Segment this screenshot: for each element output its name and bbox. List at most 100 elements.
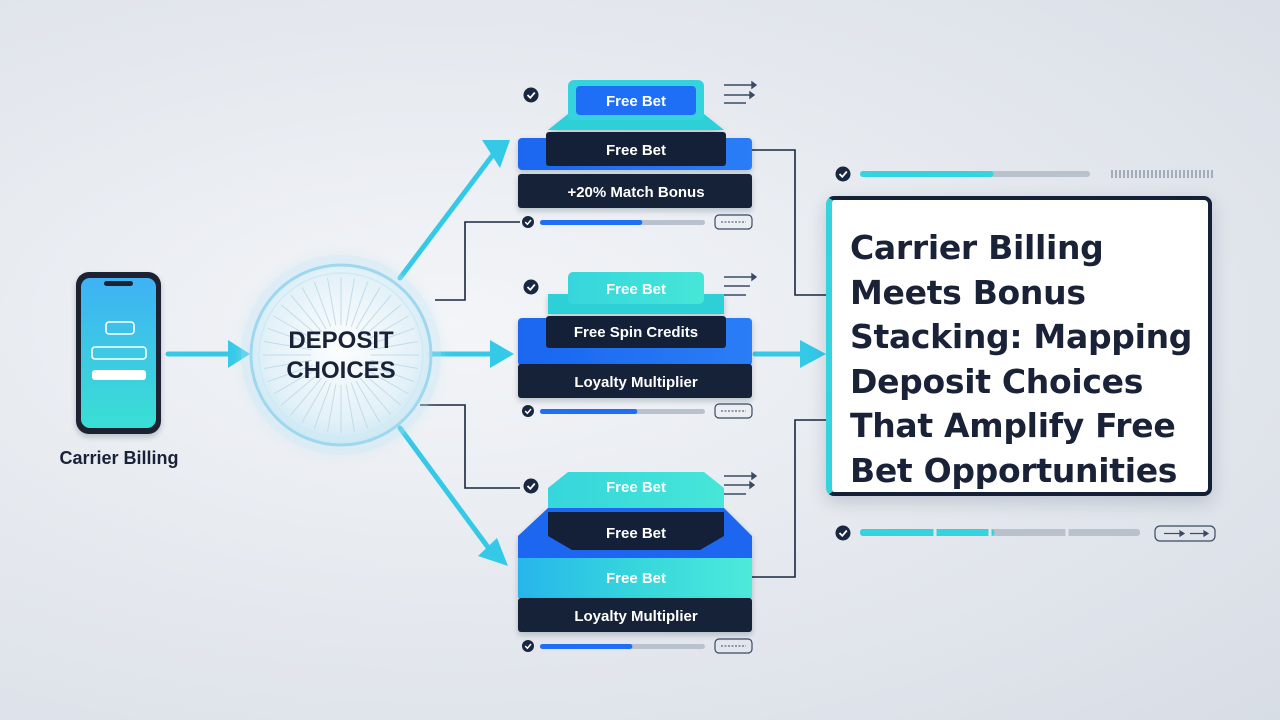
deposit-choices-hub: DEPOSIT CHOICES [241, 255, 441, 455]
hub-tick [301, 380, 327, 423]
lines-arrow-icon [724, 80, 758, 104]
hub-tick [363, 304, 402, 337]
connector-lines [420, 149, 826, 578]
hub-tick [327, 384, 337, 432]
stack3-middle-label: Free Bet [606, 525, 666, 542]
hub-tick [273, 369, 316, 395]
bonus-stack-1: Free Bet Free Bet +20% Match Bonus [518, 80, 758, 230]
connector-hub-to-stack3-bar [420, 404, 520, 489]
arrow-right-icon [482, 140, 510, 168]
stack1-middle-block [546, 132, 726, 166]
bonus-stack-2: Free Bet Free Spin Credits Loyalty Multi… [518, 272, 758, 419]
hub-title-line1: DEPOSIT [288, 327, 394, 354]
hub-tick [313, 281, 332, 327]
hub-tick [264, 359, 312, 369]
stack3-tag [714, 638, 753, 654]
stack1-top-label: Free Bet [606, 93, 666, 110]
hub-tick [267, 327, 313, 346]
arrow-heads [228, 140, 826, 566]
card-bottom-progress-fill [860, 529, 995, 536]
lines-arrow-icon [724, 471, 758, 495]
stack2-top-label: Free Bet [606, 281, 666, 298]
hub-tick [264, 341, 312, 351]
stack1-bottom-label: +20% Match Bonus [567, 184, 704, 201]
stack2-progress-fill [540, 409, 638, 414]
connector-hub-to-stack1-bar [435, 221, 520, 301]
check-circle-icon [523, 478, 539, 494]
check-circle-icon [522, 216, 534, 228]
stack3-band-label: Free Bet [606, 570, 666, 587]
stack1-bottom-block [518, 174, 752, 208]
stack3-progress [522, 638, 753, 654]
card-hatch-marks [1111, 170, 1213, 178]
stack3-band [518, 558, 752, 598]
hub-tick [366, 315, 409, 341]
hub-tick [359, 294, 392, 333]
connector-stack1-to-card [752, 149, 826, 296]
stack3-progress-fill [540, 644, 633, 649]
hub-tick [301, 287, 327, 330]
arrow-hub-to-stack3 [397, 425, 493, 553]
hub-tick [345, 384, 355, 432]
stack2-tag [714, 403, 753, 419]
hub-tick [350, 281, 369, 327]
stack2-bottom-block [518, 364, 752, 398]
stack2-bottom-label: Loyalty Multiplier [574, 374, 698, 391]
stack1-tag [714, 214, 753, 230]
stack3-top-block [548, 472, 724, 508]
arrow-right-icon [1164, 529, 1210, 538]
flow-arrows [165, 153, 809, 553]
stack3-top-label: Free Bet [606, 479, 666, 496]
hub-tick [313, 383, 332, 429]
lines-arrow-icon [724, 272, 758, 296]
hub-ticks [263, 277, 419, 433]
stack2-middle-label: Free Spin Credits [574, 324, 698, 341]
hub-tick [370, 359, 418, 369]
hub-tick [359, 377, 392, 416]
card-top-progress [835, 166, 1213, 182]
hub-tick [369, 364, 415, 383]
hub-tick [327, 278, 337, 326]
bonus-stack-3: Free Bet Free Bet Free Bet Loyalty Multi… [518, 471, 758, 654]
hub-tick [370, 341, 418, 351]
arrow-hub-to-stack1 [397, 153, 495, 281]
hub-tick [355, 287, 381, 330]
hub-tick [369, 327, 415, 346]
stack2-middle-block [546, 316, 726, 348]
arrow-right-icon [490, 340, 514, 368]
stack1-top-button [576, 86, 696, 115]
card-bottom-tag [1154, 525, 1216, 542]
card-bottom-progress [835, 525, 1216, 542]
hub-tick [366, 369, 409, 395]
card-top-progress-fill [860, 171, 994, 177]
hub-tick [290, 377, 323, 416]
carrier-billing-node: Carrier Billing [59, 272, 179, 468]
hub-tick [345, 278, 355, 326]
stack1-progress [522, 214, 753, 230]
headline: Carrier Billing Meets Bonus Stacking: Ma… [850, 228, 1193, 490]
arrow-right-icon [478, 538, 508, 566]
smartphone-icon [76, 272, 161, 434]
check-circle-icon [523, 279, 539, 295]
stack2-top-block [568, 272, 704, 304]
check-circle-icon [522, 405, 534, 417]
carrier-billing-label: Carrier Billing [59, 448, 178, 468]
hub-tick [355, 380, 381, 423]
hub-title-line2: CHOICES [286, 357, 395, 384]
arrow-right-icon [228, 340, 250, 368]
hub-tick [350, 383, 369, 429]
hub-tick [267, 364, 313, 383]
hub-tick [273, 315, 316, 341]
check-circle-icon [523, 87, 539, 103]
check-circle-icon [522, 640, 534, 652]
stack1-progress-fill [540, 220, 643, 225]
check-circle-icon [835, 166, 851, 182]
stack1-middle-label: Free Bet [606, 142, 666, 159]
hub-tick [280, 373, 319, 406]
connector-stack3-to-card [752, 419, 826, 578]
stack3-bottom-label: Loyalty Multiplier [574, 608, 698, 625]
arrow-right-icon [800, 340, 826, 368]
stack3-bottom-block [518, 598, 752, 632]
hub-tick [290, 294, 323, 333]
